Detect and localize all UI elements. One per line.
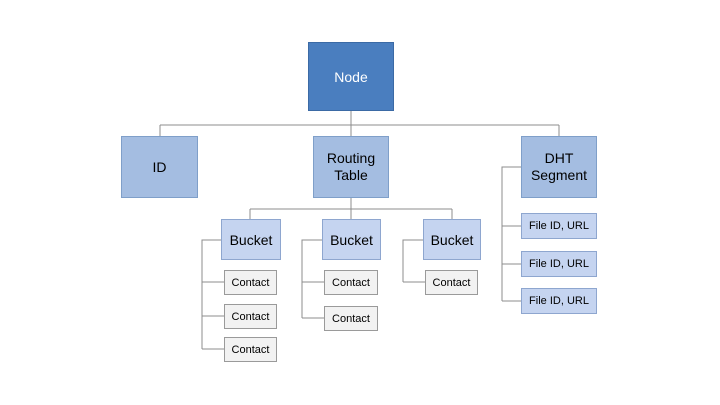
file-entry-box: File ID, URL — [521, 251, 597, 277]
contact-box: Contact — [224, 270, 277, 295]
contact-label: Contact — [332, 312, 370, 325]
connector-root-children — [159, 111, 560, 136]
contact-box: Contact — [324, 270, 378, 295]
connector-bucket2-contacts — [301, 239, 324, 319]
connector-dht-entries — [501, 166, 521, 302]
bucket-box-2: Bucket — [322, 219, 381, 260]
bucket-label: Bucket — [430, 231, 474, 248]
bucket-label: Bucket — [229, 231, 273, 248]
id-box: ID — [121, 136, 198, 198]
contact-box: Contact — [324, 306, 378, 331]
routing-table-box: Routing Table — [313, 136, 389, 198]
file-entry-label: File ID, URL — [529, 258, 589, 270]
node-box: Node — [308, 42, 394, 111]
id-label: ID — [152, 158, 167, 175]
connector-bucket1-contacts — [201, 239, 224, 350]
contact-label: Contact — [231, 343, 270, 356]
routing-table-label-line1: Routing — [326, 150, 376, 166]
bucket-label: Bucket — [330, 231, 373, 248]
contact-label: Contact — [432, 276, 471, 289]
contact-label: Contact — [231, 276, 270, 289]
routing-table-label-line2: Table — [334, 167, 368, 183]
dht-segment-label-line2: Segment — [530, 167, 588, 183]
dht-segment-label-line1: DHT — [544, 150, 574, 166]
contact-label: Contact — [332, 276, 370, 289]
node-label: Node — [334, 68, 368, 85]
contact-box: Contact — [224, 337, 277, 362]
file-entry-label: File ID, URL — [529, 295, 589, 307]
connector-bucket3-contacts — [402, 239, 425, 283]
file-entry-box: File ID, URL — [521, 213, 597, 239]
bucket-box-3: Bucket — [423, 219, 481, 260]
file-entry-label: File ID, URL — [529, 220, 589, 232]
contact-box: Contact — [224, 304, 277, 329]
dht-segment-box: DHT Segment — [521, 136, 597, 198]
contact-label: Contact — [231, 310, 270, 323]
file-entry-box: File ID, URL — [521, 288, 597, 314]
contact-box: Contact — [425, 270, 478, 295]
bucket-box-1: Bucket — [221, 219, 281, 260]
connector-routing-buckets — [249, 198, 453, 219]
